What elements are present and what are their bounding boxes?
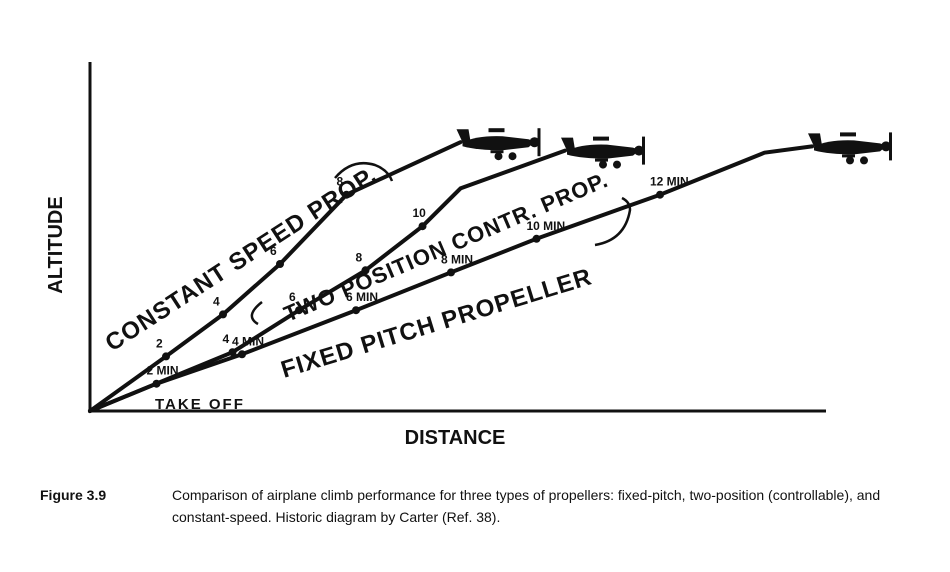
data-point-fixed-pitch [447,268,455,277]
data-point-constant-speed [162,352,170,361]
time-mark-fixed-pitch: 6 MIN [346,290,378,304]
figure-number: Figure 3.9 [40,487,107,503]
airplane-icon [808,132,892,165]
figure-caption: Figure 3.9 Comparison of airplane climb … [40,484,920,528]
time-mark-constant-speed: 8 [337,175,344,189]
caption-text: Comparison of airplane climb performance… [172,487,881,525]
data-point-fixed-pitch [238,350,246,359]
airplane-icon [456,128,541,161]
time-mark-constant-speed: 4 [213,294,220,308]
takeoff-label: TAKE OFF [155,396,245,413]
series-line-constant-speed [88,140,463,413]
data-point-fixed-pitch [152,379,161,388]
data-point-two-position [228,348,237,357]
time-mark-two-position: 8 [356,250,363,264]
data-point-fixed-pitch [656,190,664,199]
data-point-fixed-pitch [352,306,360,315]
time-mark-constant-speed: 2 [156,336,163,350]
data-point-fixed-pitch [532,234,541,243]
time-mark-fixed-pitch: 4 MIN [232,334,264,348]
time-mark-fixed-pitch: 2 MIN [147,364,179,378]
y-axis-label: ALTITUDE [45,196,67,293]
time-mark-two-position: 6 [289,290,296,304]
climb-chart-svg: ALTITUDE DISTANCE TAKE OFF 2 4 6 8 4 6 8 10 2 MI… [45,62,892,449]
time-mark-two-position: 4 [223,332,230,346]
time-mark-constant-speed: 6 [270,244,277,258]
series-layer: 2 4 6 8 4 6 8 10 2 MIN 4 MIN 6 MIN 8 MIN 10 MIN 12 MI… [88,128,892,413]
data-point-two-position [418,222,427,231]
data-point-two-position [361,266,370,275]
data-point-constant-speed [342,190,351,199]
two-position-bracket [250,301,263,326]
data-point-constant-speed [219,310,227,319]
airplane-icon [561,136,645,169]
data-point-constant-speed [276,260,284,268]
fixed-pitch-bracket [594,196,632,247]
time-mark-fixed-pitch: 10 MIN [527,219,566,233]
time-mark-fixed-pitch: 12 MIN [650,175,689,189]
x-axis-label: DISTANCE [405,427,506,449]
time-mark-fixed-pitch: 8 MIN [441,252,473,266]
climb-chart: ALTITUDE DISTANCE TAKE OFF 2 4 6 8 4 6 8 10 2 MI… [45,62,892,449]
series-label-constant-speed: CONSTANT SPEED PROP. [101,161,382,357]
data-point-two-position [295,306,303,315]
time-mark-two-position: 10 [413,206,427,220]
